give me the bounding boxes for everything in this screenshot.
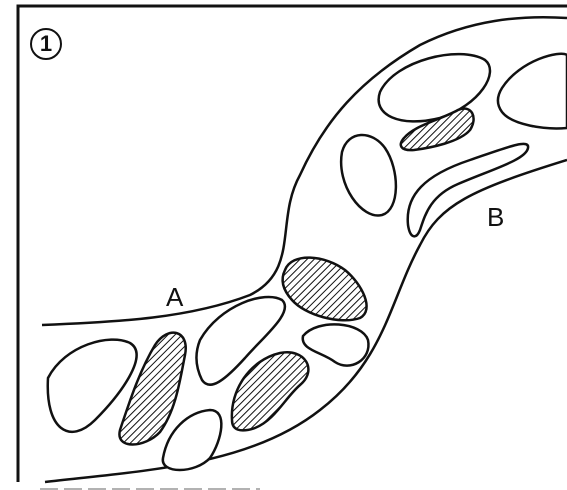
hatched-cell: [283, 258, 367, 321]
hatched-cell: [232, 352, 309, 430]
panel-number-badge: 1: [30, 28, 62, 60]
panel-number-text: 1: [40, 31, 52, 57]
label-a: A: [166, 284, 183, 310]
cell-outline: [408, 144, 528, 236]
label-b: B: [487, 204, 504, 230]
cell-outline: [341, 135, 396, 216]
cell-outline: [303, 324, 369, 365]
cell-outline: [498, 54, 567, 129]
cell-outline: [379, 54, 490, 121]
cell-outline: [163, 410, 222, 470]
